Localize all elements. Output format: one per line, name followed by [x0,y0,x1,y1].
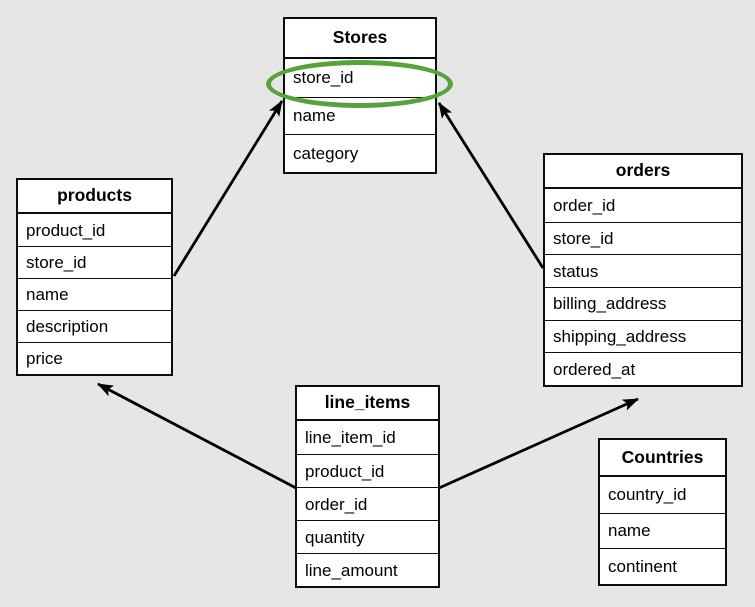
table-line-items-title: line_items [297,387,438,421]
field-row-name: name [285,96,435,135]
table-orders: orders order_id store_id status billing_… [543,153,743,388]
field-row-name: name [600,512,725,549]
field-row-country-id: country_id [608,485,687,505]
field-row-product-id: product_id [26,220,106,240]
table-line-items: line_items line_item_id product_id order… [295,385,440,588]
field-row-ordered-at: ordered_at [545,352,741,385]
table-orders-title: orders [545,155,741,189]
field-row-store-id: store_id [545,221,741,255]
arrow-line-items-to-products [97,382,297,490]
field-row-product-id: product_id [297,454,438,487]
field-row-order-id: order_id [297,487,438,520]
field-row-description: description [18,310,171,342]
field-row-continent: continent [600,548,725,584]
field-row-shipping-address: shipping_address [545,319,741,353]
arrow-products-to-stores [172,100,284,277]
field-row-line-amount: line_amount [297,553,438,586]
field-row-line-item-id: line_item_id [305,428,396,447]
field-row-category: category [285,134,435,172]
field-row-store-id: store_id [18,246,171,278]
table-countries: Countries country_id name continent [598,438,727,586]
field-row-order-id: order_id [553,195,616,215]
field-row-quantity: quantity [297,520,438,553]
arrow-line-items-to-orders [438,397,639,490]
field-row-price: price [18,342,171,374]
field-row-status: status [545,254,741,287]
table-products: products product_id store_id name descri… [16,178,173,376]
field-row-billing-address: billing_address [545,287,741,320]
table-products-title: products [18,180,171,214]
field-row-name: name [18,278,171,310]
table-stores: Stores store_id name category [283,17,437,174]
table-countries-title: Countries [600,440,725,477]
field-row-store-id: store_id [293,68,354,88]
table-stores-title: Stores [285,19,435,59]
arrow-orders-to-stores [437,102,545,269]
